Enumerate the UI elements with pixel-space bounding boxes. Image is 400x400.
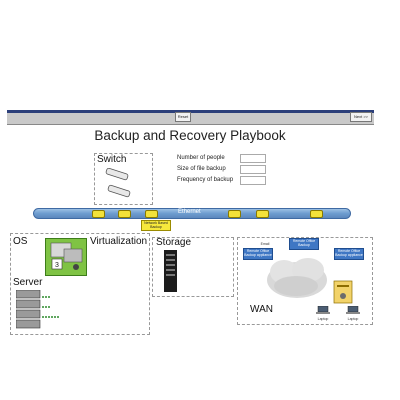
compute-panel <box>10 233 150 335</box>
ethernet-node-6[interactable] <box>310 210 323 218</box>
ethernet-bus[interactable] <box>33 208 351 219</box>
people-input[interactable] <box>240 154 266 163</box>
people-label: Number of people <box>177 155 225 161</box>
ethernet-node-4[interactable] <box>228 210 241 218</box>
ethernet-node-1[interactable] <box>92 210 105 218</box>
remote-office-appliance-right[interactable]: Remote Office Backup appliance <box>334 248 364 260</box>
file-size-input[interactable] <box>240 165 266 174</box>
remote-office-backup-box[interactable]: Remote Office Backup <box>289 238 319 250</box>
laptop-left-icon[interactable] <box>316 306 330 316</box>
ethernet-node-5[interactable] <box>256 210 269 218</box>
storage-panel <box>152 237 234 297</box>
storage-array-icon[interactable] <box>164 250 180 294</box>
wan-panel <box>237 237 373 325</box>
reset-button[interactable]: Reset <box>175 112 191 122</box>
storage-label: Storage <box>156 237 192 248</box>
virtualization-label: Virtualization <box>90 236 148 247</box>
network-backup-tag[interactable]: Network Based Backup <box>141 220 171 231</box>
server-label: Server <box>13 277 43 288</box>
switch-label: Switch <box>97 154 127 165</box>
ethernet-node-3[interactable] <box>145 210 158 218</box>
file-size-label: Size of file backup <box>177 166 226 172</box>
page-title: Backup and Recovery Playbook <box>94 128 286 143</box>
laptop-left-label: Laptop <box>317 317 329 321</box>
frequency-label: Frequency of backup <box>177 177 234 183</box>
wan-label: WAN <box>250 304 273 315</box>
next-button[interactable]: Next >> <box>350 112 372 122</box>
ethernet-label: Ethernet <box>178 209 201 215</box>
ethernet-node-2[interactable] <box>118 210 131 218</box>
switch-panel[interactable] <box>94 153 153 205</box>
email-label: Email <box>260 242 270 246</box>
remote-office-appliance-left[interactable]: Remote Office Backup appliance <box>243 248 273 260</box>
svg-text:3: 3 <box>55 262 59 269</box>
laptop-right-icon[interactable] <box>346 306 360 316</box>
appliance-server-icon[interactable] <box>332 278 356 306</box>
switch-icon[interactable] <box>104 168 134 200</box>
frequency-input[interactable] <box>240 176 266 185</box>
server-rack-icon[interactable] <box>16 290 66 334</box>
cloud-icon <box>267 258 327 298</box>
virtualization-icon[interactable]: 3 <box>45 238 87 276</box>
laptop-right-label: Laptop <box>347 317 359 321</box>
os-label: OS <box>13 236 28 247</box>
